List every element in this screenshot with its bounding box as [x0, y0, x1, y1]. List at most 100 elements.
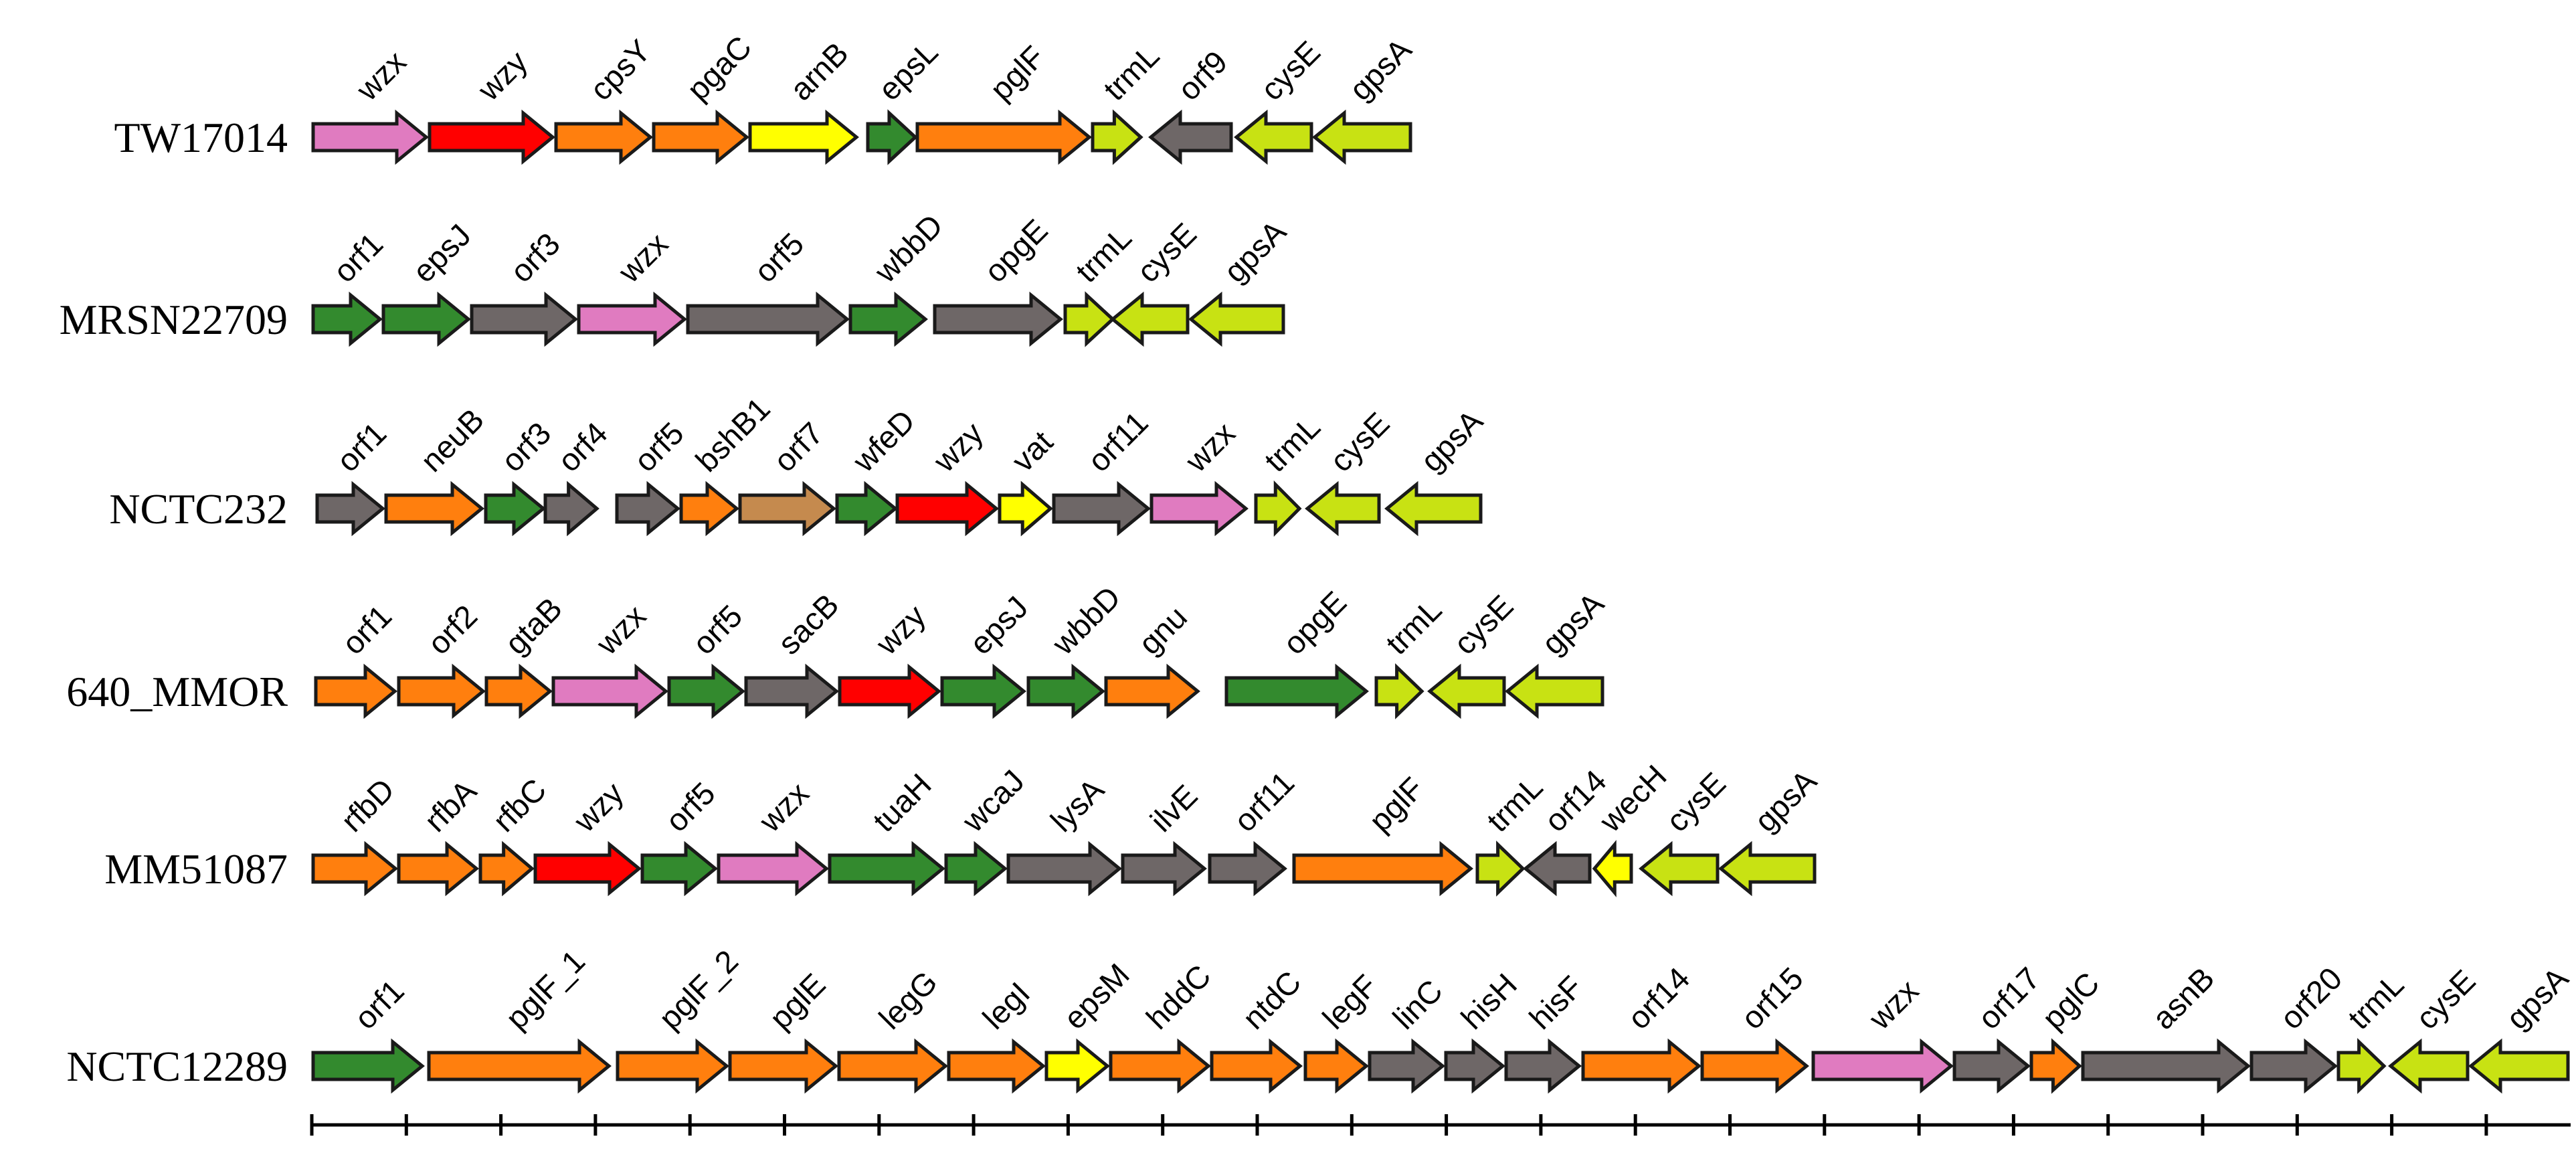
- gene-label: wzx: [1178, 415, 1241, 478]
- gene-arrow-pgac: [652, 109, 749, 165]
- gene-label: orf15: [1734, 960, 1810, 1036]
- gene-arrow-trml: [1063, 291, 1115, 347]
- gene-label: pglF_1: [498, 943, 591, 1036]
- gene-arrow-wzy: [428, 109, 555, 165]
- gene-arrow-orf5: [686, 291, 850, 347]
- gene-label: opgE: [1276, 584, 1353, 661]
- gene-arrow-wzx: [1149, 480, 1249, 537]
- strain-label: MM51087: [104, 845, 288, 893]
- gene-arrow-orf5: [667, 663, 745, 719]
- gene-label: asnB: [2145, 960, 2221, 1036]
- gene-arrow-wzy: [533, 840, 642, 897]
- gene-label: orf1: [335, 598, 399, 661]
- gene-arrow-trml: [1254, 480, 1302, 537]
- gene-label: wzx: [349, 43, 412, 107]
- gene-label: orf1: [347, 972, 411, 1036]
- gene-label: tuaH: [866, 766, 938, 838]
- gene-label: pglF: [1362, 770, 1431, 838]
- gene-arrow-cyse: [1110, 291, 1190, 347]
- strain-label: 640_MMOR: [66, 668, 288, 715]
- gene-arrow-cyse: [2388, 1038, 2470, 1094]
- gene-label: sacB: [771, 587, 845, 661]
- gene-label: wbbD: [867, 207, 949, 290]
- gene-label: opgE: [978, 212, 1054, 289]
- gene-arrow-orf3: [484, 480, 546, 537]
- gene-label: orf5: [747, 226, 811, 289]
- gene-label: neuB: [413, 402, 490, 478]
- gene-label: wzx: [751, 775, 815, 838]
- gene-arrow-neub: [384, 480, 484, 537]
- gene-arrow-pglf-2: [616, 1038, 729, 1094]
- gene-arrow-orf11: [1052, 480, 1151, 537]
- gene-label: wcaJ: [955, 763, 1031, 839]
- gene-arrow-ntdc: [1210, 1038, 1303, 1094]
- gene-arrow-gpsa: [1505, 663, 1604, 719]
- scale-bar: [310, 1114, 2571, 1136]
- gene-label: rfbA: [418, 772, 484, 838]
- gene-arrow-epsj: [381, 291, 471, 347]
- gene-label: legG: [872, 964, 944, 1036]
- gene-arrow-wzx: [717, 840, 829, 897]
- gene-label: pgaC: [680, 29, 758, 107]
- gene-arrow-orf1: [311, 291, 383, 347]
- gene-label: orf7: [767, 415, 830, 478]
- gene-label: epsJ: [963, 589, 1035, 661]
- gene-label: epsJ: [405, 217, 478, 289]
- gene-arrow-gpsa: [1188, 291, 1285, 347]
- gene-arrow-pgle: [728, 1038, 838, 1094]
- gene-arrow-tuah: [828, 840, 945, 897]
- gene-label: orf11: [1227, 764, 1301, 838]
- gene-arrow-epsm: [1044, 1038, 1110, 1094]
- gene-arrow-orf1: [315, 480, 385, 537]
- gene-arrow-wzx: [1811, 1038, 1954, 1094]
- gene-label: gtaB: [498, 590, 569, 661]
- gene-arrow-orf14: [1581, 1038, 1701, 1094]
- gene-arrow-orf5: [615, 480, 680, 537]
- gene-label: hisF: [1522, 969, 1589, 1036]
- gene-arrow-wzx: [311, 109, 429, 165]
- gene-label: wzx: [611, 226, 674, 289]
- gene-arrow-trml: [1374, 663, 1424, 719]
- gene-label: orf11: [1081, 404, 1155, 478]
- gene-label: wzy: [566, 775, 630, 839]
- gene-label: pglE: [763, 966, 832, 1036]
- gene-label: wecH: [1592, 758, 1673, 838]
- gene-arrow-vat: [998, 480, 1053, 537]
- gene-arrow-linc: [1368, 1038, 1445, 1094]
- gene-arrow-pglf: [1292, 840, 1473, 897]
- gene-arrow-wzy: [895, 480, 999, 537]
- gene-label: orf5: [658, 775, 722, 838]
- gene-arrow-wzx: [577, 291, 687, 347]
- gene-arrow-orf17: [1952, 1038, 2031, 1094]
- gene-label: orf14: [1538, 763, 1613, 838]
- gene-label: arnB: [783, 35, 855, 107]
- strain-label: NCTC12289: [66, 1043, 288, 1090]
- gene-label: orf3: [494, 415, 558, 478]
- gene-arrow-wfed: [835, 480, 898, 537]
- gene-arrow-orf5: [640, 840, 718, 897]
- gene-arrow-opge: [933, 291, 1063, 347]
- gene-label: cysE: [1254, 34, 1327, 108]
- gene-label: gpsA: [1414, 402, 1490, 478]
- gene-label: hisH: [1454, 966, 1524, 1036]
- gene-arrow-gtab: [484, 663, 553, 719]
- gene-arrow-trml: [1475, 840, 1526, 897]
- gene-label: orf1: [330, 415, 393, 478]
- gene-label: trmL: [1069, 219, 1138, 289]
- gene-arrow-asnb: [2081, 1038, 2251, 1094]
- gene-label: cpsY: [583, 33, 657, 107]
- gene-label: gpsA: [1217, 213, 1293, 289]
- gene-arrow-pglc: [2029, 1038, 2082, 1094]
- gene-arrow-orf1: [314, 663, 397, 719]
- gene-arrow-sacb: [744, 663, 839, 719]
- gene-arrow-trml: [1091, 109, 1143, 165]
- gene-label: orf14: [1621, 960, 1696, 1036]
- gene-label: cysE: [1447, 588, 1520, 662]
- gene-label: pglF_2: [652, 943, 745, 1036]
- gene-label: legI: [976, 975, 1036, 1036]
